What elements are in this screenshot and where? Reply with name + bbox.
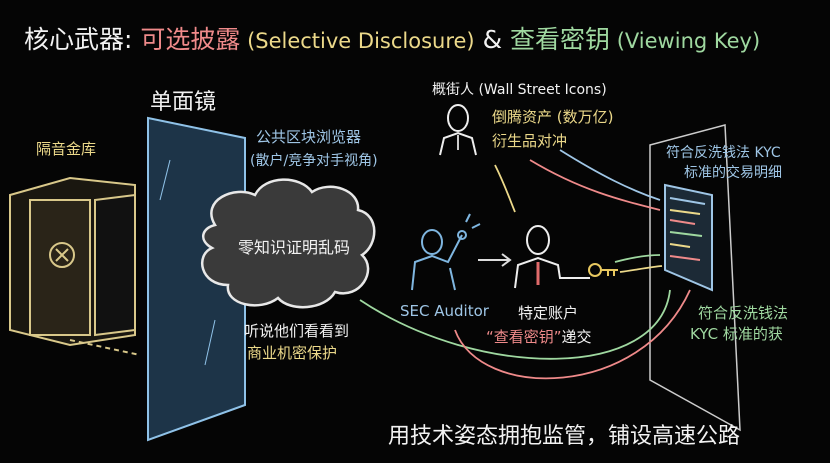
viewing-key-handover: “查看密钥”递交	[486, 326, 592, 347]
title-viewing-key-cn: 查看密钥	[510, 25, 611, 54]
assets-line-2: 衍生品对冲	[492, 132, 568, 150]
arrow-icon	[478, 253, 512, 267]
title-viewing-key-en: (Viewing Key)	[610, 29, 761, 53]
title-ampersand: &	[474, 25, 511, 54]
wall-street-label: 概街人 (Wall Street Icons)	[432, 82, 607, 98]
vault-icon	[9, 176, 141, 356]
kyc-top-line-2: 标准的交易明细	[684, 165, 782, 181]
assets-line-1: 倒腾资产 (数万亿)	[492, 108, 614, 126]
key-icon	[588, 263, 618, 277]
title-selective-disclosure-en: (Selective Disclosure)	[240, 29, 475, 53]
explorer-sub-label: (散户/竞争对手视角)	[250, 153, 378, 169]
title-selective-disclosure-cn: 可选披露	[140, 25, 241, 54]
blocked-line-2: 商业机密保护	[247, 344, 338, 362]
flow-arrows	[359, 149, 691, 380]
handover-text: 递交	[561, 328, 592, 346]
cloud-text: 零知识证明乱码	[238, 238, 351, 257]
account-holder-icon	[514, 225, 590, 289]
transaction-screen-icon	[649, 124, 741, 432]
footer-slogan: 用技术姿态拥抱监管，铺设高速公路	[388, 424, 741, 449]
kyc-bottom-line-2: KYC 标准的获	[690, 325, 783, 343]
auditor-label: SEC Auditor	[400, 302, 489, 320]
sec-auditor-icon	[411, 213, 481, 291]
blocked-line-1: 听说他们看看到	[244, 322, 350, 340]
kyc-top-line-1: 符合反洗钱法 KYC	[666, 145, 781, 161]
explorer-label: 公共区块浏览器	[256, 128, 362, 146]
title-prefix: 核心武器:	[24, 25, 141, 54]
mirror-label: 单面镜	[150, 90, 217, 115]
vault-label: 隔音金库	[36, 140, 97, 158]
viewing-key-text: “查看密钥”	[486, 328, 562, 346]
cloud-icon	[201, 178, 376, 309]
page-title: 核心武器: 可选披露 (Selective Disclosure) & 查看密钥…	[24, 20, 760, 56]
kyc-bottom-line-1: 符合反洗钱法	[698, 304, 789, 322]
account-label: 特定账户	[518, 304, 579, 322]
wall-street-person-icon	[439, 104, 477, 156]
